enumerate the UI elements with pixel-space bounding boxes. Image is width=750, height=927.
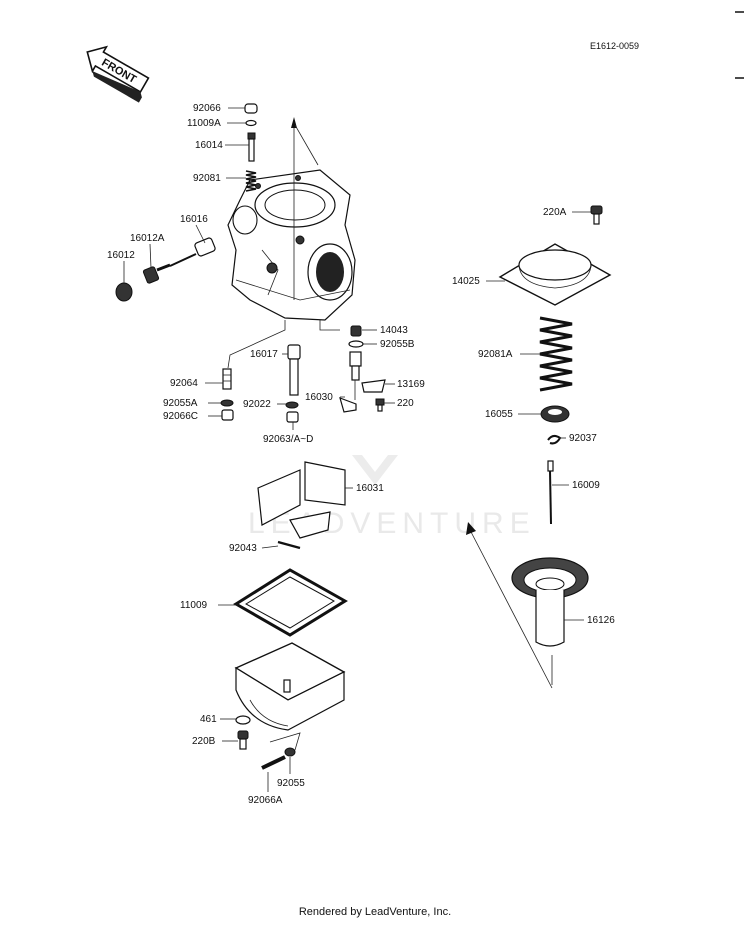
label-92037: 92037: [569, 433, 597, 444]
label-16017: 16017: [250, 349, 278, 360]
spring-92081a: [539, 316, 573, 392]
diaphragm-16126: [511, 557, 589, 647]
screw-220b: [237, 730, 249, 750]
label-92055a: 92055A: [163, 398, 198, 409]
label-220a: 220A: [543, 207, 567, 218]
oring-11009a: [245, 119, 257, 127]
washer-92022: [285, 401, 299, 409]
shaft-16016: [169, 237, 216, 267]
float-valve-16030: [339, 351, 362, 413]
clip-92037: [547, 434, 562, 445]
label-92064: 92064: [170, 378, 198, 389]
front-arrow-icon: FRONT: [86, 45, 150, 103]
knob-16012: [115, 282, 133, 302]
holder-16055: [540, 405, 570, 423]
label-16016: 16016: [180, 214, 208, 225]
screw-16012a: [142, 263, 171, 284]
footer-credit: Rendered by LeadVenture, Inc.: [298, 906, 452, 918]
label-92063: 92063/A~D: [263, 434, 313, 445]
label-11009a: 11009A: [187, 118, 221, 129]
screw-220a: [590, 205, 603, 225]
label-16031: 16031: [356, 483, 384, 494]
label-11009: 11009: [180, 600, 208, 611]
top-cover-14025: [498, 243, 612, 306]
label-16055: 16055: [485, 409, 513, 420]
label-92055b: 92055B: [380, 339, 415, 350]
watermark-text: LEADVENTURE: [248, 507, 536, 540]
label-92066c: 92066C: [163, 411, 198, 422]
top-direction-arrow: [291, 117, 319, 300]
label-92081a: 92081A: [478, 349, 513, 360]
label-16030: 16030: [305, 392, 333, 403]
label-461: 461: [200, 714, 217, 725]
nut-14043: [350, 325, 362, 337]
needle-16009: [547, 460, 554, 525]
pin-13169: [361, 379, 386, 393]
leader-drain: [269, 732, 301, 751]
label-16014: 16014: [195, 140, 223, 151]
label-14043: 14043: [380, 325, 408, 336]
label-16012: 16012: [107, 250, 135, 261]
diagram-code: E1612-0059: [590, 41, 639, 51]
jet-92063: [286, 411, 299, 423]
jet-92064: [222, 368, 232, 390]
right-direction-arrow: [466, 522, 553, 689]
drain-screw-92066a: [261, 755, 286, 770]
oring-92055: [284, 747, 296, 757]
float-16031: [257, 461, 346, 539]
pipe-16017: [287, 344, 301, 396]
gasket-11009: [233, 568, 348, 637]
pin-92043: [277, 540, 301, 550]
screw-220: [375, 398, 385, 412]
washer-92055a: [220, 399, 234, 407]
float-bowl: [234, 642, 346, 731]
carburetor-body: [227, 169, 356, 321]
cap-92066: [244, 103, 258, 114]
part-labels: 92066 11009A 16014 92081 16016 16012A 16…: [107, 103, 615, 806]
label-92066a: 92066A: [248, 795, 283, 806]
washer-461: [235, 715, 251, 725]
leader-body-lower-left: [227, 320, 286, 369]
leader-lines: [123, 107, 591, 792]
label-220b: 220B: [192, 736, 216, 747]
label-220: 220: [397, 398, 414, 409]
label-13169: 13169: [397, 379, 425, 390]
label-92022: 92022: [243, 399, 271, 410]
label-16126: 16126: [587, 615, 615, 626]
label-92043: 92043: [229, 543, 257, 554]
label-92081: 92081: [193, 173, 221, 184]
label-16012a: 16012A: [130, 233, 165, 244]
leader-body-lower-right: [319, 320, 340, 331]
washer-92055b: [348, 340, 364, 348]
plug-92066c: [221, 409, 234, 421]
label-92066: 92066: [193, 103, 221, 114]
label-92055: 92055: [277, 778, 305, 789]
screw-16014: [247, 132, 256, 162]
label-16009: 16009: [572, 480, 600, 491]
spring-92081: [245, 170, 257, 192]
label-14025: 14025: [452, 276, 480, 287]
